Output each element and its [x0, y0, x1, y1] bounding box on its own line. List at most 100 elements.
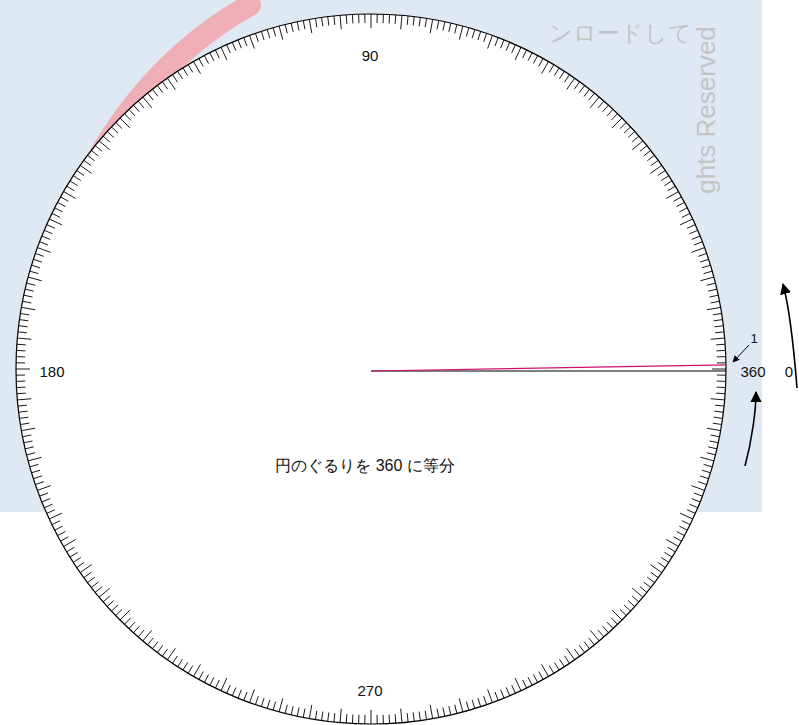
tick-mark [711, 301, 720, 303]
tick-mark [674, 537, 682, 541]
tick-mark [711, 338, 725, 339]
tick-mark [120, 118, 130, 128]
tick-mark [16, 362, 25, 363]
tick-mark [430, 19, 432, 33]
tick-mark [666, 192, 678, 199]
tick-mark [533, 56, 537, 64]
tick-mark [35, 482, 44, 485]
degree-label: 0 [785, 364, 793, 379]
tick-mark [707, 453, 716, 455]
tick-mark [700, 476, 709, 479]
tick-mark [717, 350, 726, 351]
tick-mark [711, 435, 720, 437]
leader-arrow [733, 345, 749, 362]
tick-mark [103, 596, 110, 602]
tick-mark [515, 678, 521, 691]
tick-mark [67, 186, 75, 191]
tick-mark [579, 85, 584, 92]
tick-mark [30, 271, 39, 273]
tick-mark [67, 547, 75, 552]
tick-mark [23, 301, 32, 303]
tick-mark [650, 165, 661, 173]
tick-mark [611, 618, 617, 624]
tick-mark [702, 470, 711, 473]
tick-mark [91, 150, 98, 156]
tick-mark [567, 648, 575, 659]
tick-mark [250, 689, 255, 702]
tick-mark [111, 127, 118, 133]
tick-mark [107, 131, 114, 137]
tick-mark [632, 588, 643, 597]
tick-mark [16, 350, 25, 351]
tick-mark [210, 677, 214, 685]
tick-mark [194, 62, 201, 74]
tick-mark [95, 587, 102, 593]
tick-mark [261, 698, 264, 707]
tick-mark [709, 441, 718, 443]
tick-mark [152, 89, 158, 96]
tick-mark [40, 242, 48, 245]
tick-mark [55, 526, 63, 530]
tick-mark [77, 562, 84, 567]
tick-mark [449, 23, 451, 32]
tick-mark [84, 572, 91, 577]
tick-mark [21, 307, 35, 309]
tick-mark [389, 14, 390, 23]
tick-mark [620, 609, 626, 615]
tick-mark [707, 283, 716, 285]
tick-mark [80, 565, 91, 573]
tick-mark [661, 557, 669, 562]
tick-mark [17, 399, 31, 400]
tick-mark [358, 715, 359, 724]
tick-mark [371, 710, 372, 724]
tick-mark [49, 219, 62, 225]
tick-mark [715, 405, 724, 407]
tick-mark [466, 28, 468, 37]
tick-mark [285, 25, 287, 34]
tick-mark [598, 630, 604, 637]
tick-mark [425, 18, 426, 27]
tick-mark [714, 417, 723, 418]
tick-mark [188, 65, 193, 73]
tick-mark [232, 42, 236, 50]
tick-mark [303, 709, 305, 718]
degree-label: 180 [39, 364, 64, 379]
tick-mark [682, 213, 690, 217]
tick-mark [419, 712, 420, 721]
tick-mark [309, 19, 311, 33]
tick-mark [443, 22, 445, 31]
tick-mark [574, 649, 579, 656]
tick-mark [717, 387, 726, 388]
tick-mark [17, 393, 26, 395]
tick-mark [238, 690, 241, 698]
tick-mark [16, 369, 30, 370]
tick-mark [437, 21, 439, 30]
tick-mark [708, 447, 717, 449]
tick-mark [620, 122, 626, 128]
tick-mark [679, 526, 687, 530]
tick-mark [133, 626, 139, 633]
tick-mark [58, 202, 66, 206]
tick-mark [172, 656, 177, 663]
tick-mark [612, 610, 622, 620]
tick-mark [18, 405, 27, 407]
tick-mark [19, 326, 28, 327]
tick-mark [689, 230, 697, 234]
one-degree-radius [371, 365, 726, 371]
tick-mark [143, 630, 152, 641]
tick-mark [515, 47, 521, 60]
tick-mark [23, 435, 32, 437]
tick-mark [401, 709, 402, 723]
tick-mark [162, 82, 167, 89]
tick-mark [716, 344, 725, 346]
tick-mark [61, 537, 69, 541]
tick-mark [495, 38, 498, 46]
tick-mark [44, 504, 52, 508]
tick-mark [204, 674, 208, 682]
tick-mark [297, 707, 299, 716]
tick-mark [99, 588, 110, 597]
degree-label: 90 [362, 48, 379, 63]
tick-mark [73, 176, 81, 181]
tick-mark [178, 659, 183, 667]
